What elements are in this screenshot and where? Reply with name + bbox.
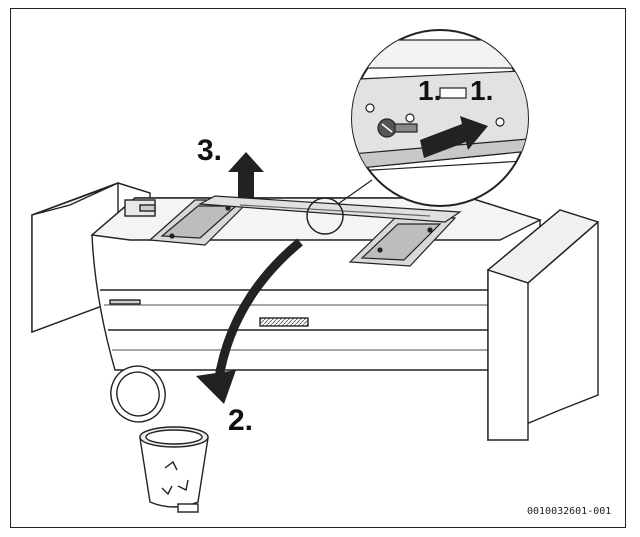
- magnified-screw-detail: [351, 29, 529, 207]
- screw-icon: [377, 118, 418, 138]
- heater-unit-illustration: [90, 197, 542, 371]
- figure-code: 0010032601-001: [527, 506, 611, 517]
- curved-arrow-icon: [196, 238, 303, 404]
- recycle-bin-icon: [110, 365, 209, 513]
- mounting-rail: [197, 195, 462, 223]
- detail-leader-line: [337, 179, 373, 205]
- slide-arrow-icon: [420, 116, 488, 158]
- step-label-3: 3.: [197, 134, 222, 167]
- right-end-block: [486, 209, 600, 442]
- detail-marker-circle: [306, 197, 344, 235]
- mounting-plate-right: [348, 217, 457, 267]
- step-label-2: 2.: [228, 404, 253, 437]
- step-label-1a: 1.: [418, 75, 441, 106]
- arrow-up-icon: [228, 152, 264, 198]
- step-label-1b: 1.: [470, 75, 493, 106]
